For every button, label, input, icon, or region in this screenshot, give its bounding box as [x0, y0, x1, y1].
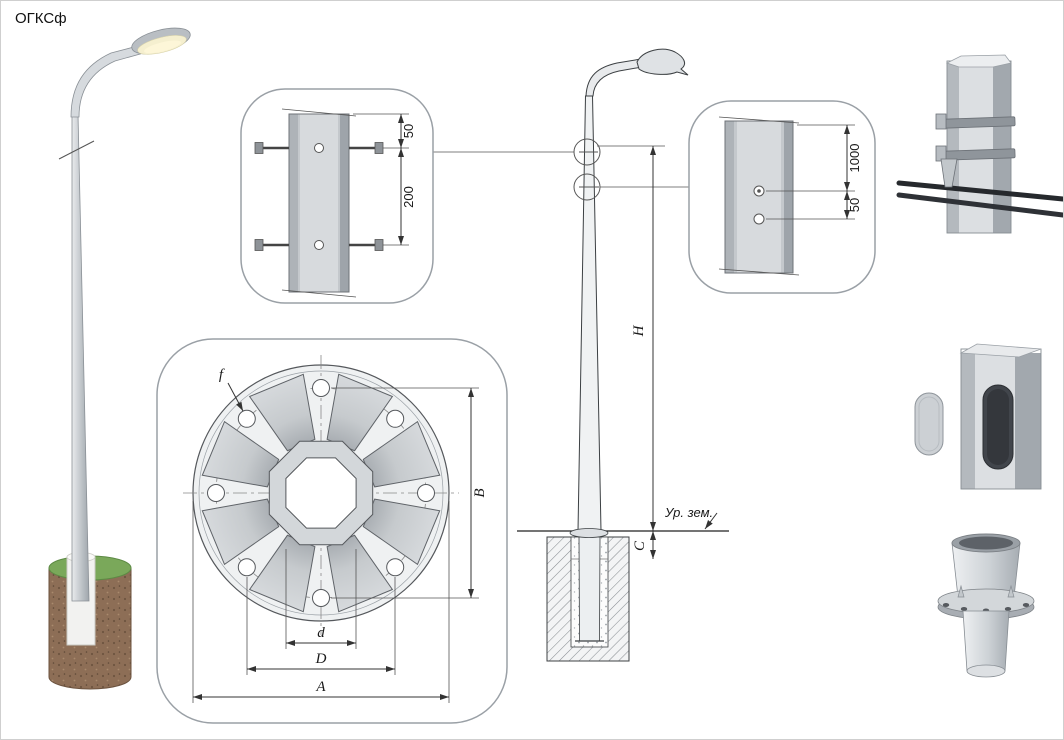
detail-marker-bottom: [573, 173, 601, 201]
dim-total-height: H: [631, 324, 647, 337]
pole-elevation: Ур. зем. H C: [517, 48, 729, 662]
dim-hole-height: 1000: [847, 144, 862, 173]
shell-flange-holes: [942, 603, 1030, 613]
detail-marker-top: [573, 138, 601, 166]
pole-shaft-3d: [71, 113, 90, 602]
luminaire-3d: [131, 27, 191, 55]
sheet-title: ОГКСф: [15, 10, 67, 27]
shell-opening: [959, 536, 1013, 550]
bolt-row-bottom: [254, 239, 384, 251]
dim-hole-diameter: f: [219, 367, 225, 383]
leader-lines: [433, 151, 689, 188]
flange-gussets: [201, 373, 441, 613]
dim-hole-span: B: [472, 488, 488, 497]
hole-lower: [753, 213, 765, 225]
pole-3d-render: [48, 27, 191, 690]
detail-callout-holes: 1000 50: [688, 100, 876, 294]
flange-bolt-holes: [207, 379, 435, 607]
suspension-rod-lower: [896, 192, 1063, 218]
ground-level-label: Ур. зем.: [664, 505, 713, 520]
detail-callout-bolts: 50 200: [240, 88, 434, 304]
foundation-elevation: [546, 528, 630, 662]
dim-hole-offset: 50: [847, 198, 862, 212]
dim-pole-width: d: [317, 625, 325, 641]
dim-plate-diameter: A: [315, 679, 326, 695]
suspension-rod-upper: [896, 180, 1063, 202]
hand-hole-cover: [914, 392, 944, 456]
base-flange-elevation: [569, 528, 609, 538]
bracket-arm-3d: [70, 42, 152, 118]
bracket-arm-elevation: [585, 58, 643, 97]
dim-bolt-spacing-top: 50: [401, 124, 416, 138]
dim-bolt-circle: D: [315, 651, 327, 667]
rod-clamp-wedge: [940, 158, 958, 188]
base-shell-3d: [937, 533, 1035, 678]
dim-bolt-spacing-main: 200: [401, 186, 416, 208]
dim-embedment: C: [632, 540, 648, 551]
pole-top-clamps-3d: [896, 54, 1063, 234]
pole-octagon-hole: [285, 457, 357, 529]
pole-shaft-elevation: [577, 95, 602, 532]
hand-hole-3d: [914, 343, 1042, 490]
luminaire-elevation: [636, 48, 689, 76]
detail-callout-flange: f B d D A: [156, 338, 508, 724]
break-mark: [58, 140, 95, 160]
